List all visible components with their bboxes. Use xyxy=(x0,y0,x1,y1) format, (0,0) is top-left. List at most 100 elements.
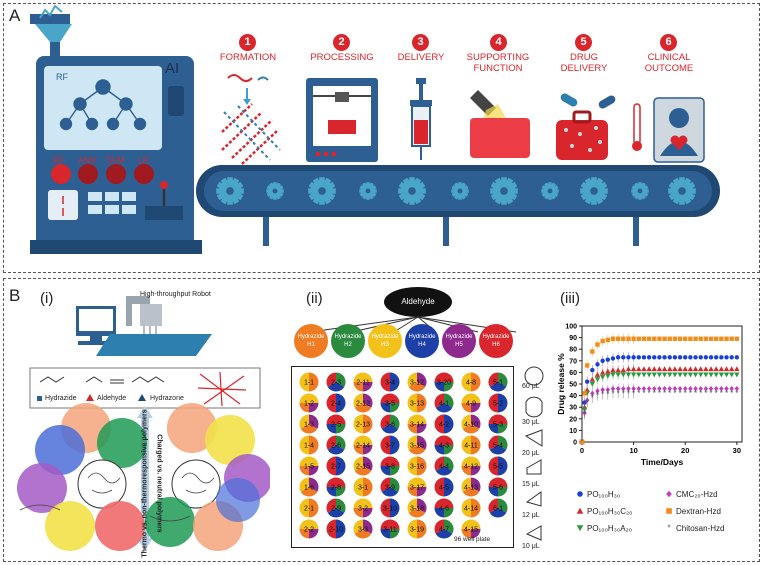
machine-screen xyxy=(44,66,162,150)
well-label: 3-5 xyxy=(385,401,395,408)
well-label: 4-14 xyxy=(464,506,478,513)
svm-button xyxy=(106,164,126,184)
data-point xyxy=(729,355,734,360)
well-label: 3-2 xyxy=(358,506,368,513)
data-point xyxy=(636,372,642,378)
data-point xyxy=(723,366,730,372)
well: 5-1 xyxy=(488,372,508,392)
data-point xyxy=(719,355,724,360)
data-point xyxy=(667,366,673,372)
panel-a xyxy=(3,3,760,273)
data-point: * xyxy=(627,389,630,398)
x-tick-label: 0 xyxy=(580,446,584,455)
well-label: 1-4 xyxy=(304,443,314,450)
well-label: 4-1 xyxy=(439,401,449,408)
data-point xyxy=(615,336,621,341)
data-point xyxy=(595,342,600,347)
data-point: * xyxy=(725,389,728,398)
double-arrow-icon xyxy=(137,406,153,550)
well-label: 3-6 xyxy=(385,422,395,429)
data-point: * xyxy=(668,389,671,398)
well-label: 2-8 xyxy=(331,485,341,492)
y-tick-label: 20 xyxy=(569,416,577,423)
well: 3-5 xyxy=(380,393,400,413)
data-point xyxy=(636,355,641,360)
well-label: 5-3 xyxy=(493,422,503,429)
gear-icon xyxy=(580,177,608,205)
button-label-rf: RF xyxy=(53,155,65,165)
data-point xyxy=(692,372,699,378)
step-2-label: PROCESSING xyxy=(310,52,374,63)
well-label: 2-13 xyxy=(356,422,370,429)
screen-label: RF xyxy=(56,72,68,82)
data-point xyxy=(595,362,600,367)
well-label: 2-5 xyxy=(331,422,341,429)
data-point: * xyxy=(689,389,692,398)
data-point xyxy=(630,366,637,372)
step-5-label: DRUG DELIVERY xyxy=(560,52,608,74)
data-point xyxy=(688,336,693,341)
data-point xyxy=(728,366,735,372)
well-label: 2-3 xyxy=(331,380,341,387)
hydrazide-node-name: Hydrazide xyxy=(445,334,473,340)
y-tick-label: 10 xyxy=(569,428,577,435)
well-label: 4-3 xyxy=(439,443,449,450)
well-label: 2-10 xyxy=(329,527,343,534)
data-point xyxy=(626,355,631,360)
data-point xyxy=(641,372,647,378)
well: 4-6 xyxy=(434,498,454,518)
data-point xyxy=(719,385,724,392)
data-point xyxy=(584,363,590,368)
patient-chart-icon xyxy=(632,97,705,163)
well-label: 3-14 xyxy=(410,422,424,429)
x-tick-label: 10 xyxy=(629,446,637,455)
hydrazide-node-id: H3 xyxy=(381,342,389,348)
legend-label: CMC₂₀-Hzd xyxy=(676,490,718,499)
well-label: 3-10 xyxy=(383,506,397,513)
data-point xyxy=(708,366,714,372)
data-point xyxy=(610,356,616,361)
well-label: 3-17 xyxy=(410,485,424,492)
data-point xyxy=(713,336,719,341)
data-point xyxy=(646,366,652,372)
well: 2-11 xyxy=(353,372,373,392)
robot-label: High-throughput Robot xyxy=(140,291,211,298)
well: 3-1 xyxy=(353,477,373,497)
data-point xyxy=(667,385,672,392)
well-label: 2-12 xyxy=(356,401,370,408)
button-label-svm: SVM xyxy=(106,155,125,165)
data-point xyxy=(724,355,729,360)
well: 2-15 xyxy=(353,456,373,476)
data-point xyxy=(582,391,587,396)
well-label: 4-12 xyxy=(464,464,478,471)
hydrazide-node-name: Hydrazide xyxy=(408,334,436,340)
data-point: * xyxy=(648,389,651,398)
data-point xyxy=(687,372,694,378)
well: 1-3 xyxy=(299,414,319,434)
data-point xyxy=(693,355,698,360)
step-4-label: SUPPORTING FUNCTION xyxy=(466,52,530,74)
data-point xyxy=(682,366,688,372)
data-point xyxy=(698,336,703,341)
well: 5-6 xyxy=(488,477,508,497)
volume-12: 12 μL xyxy=(522,512,540,519)
data-point: * xyxy=(611,389,614,398)
data-point: * xyxy=(653,389,656,398)
data-point xyxy=(672,372,678,378)
hydrazide-node-name: Hydrazide xyxy=(482,334,510,340)
plot-area xyxy=(581,325,743,443)
reaction-box xyxy=(29,367,261,409)
data-point xyxy=(605,373,611,379)
data-point: * xyxy=(580,438,583,447)
data-point xyxy=(703,385,709,392)
y-tick-label: 60 xyxy=(569,370,577,377)
label-hydrazide: Hydrazide xyxy=(45,395,77,402)
chart-legend: PO₁₀₀H₃₀PO₁₀₀H₃₀C₂₀PO₁₀₀H₃₀A₂₀CMC₂₀-HzdD… xyxy=(576,490,724,533)
y-tick-label: 30 xyxy=(569,405,577,412)
x-tick-label: 30 xyxy=(733,446,741,455)
well: 2-10 xyxy=(326,519,346,539)
